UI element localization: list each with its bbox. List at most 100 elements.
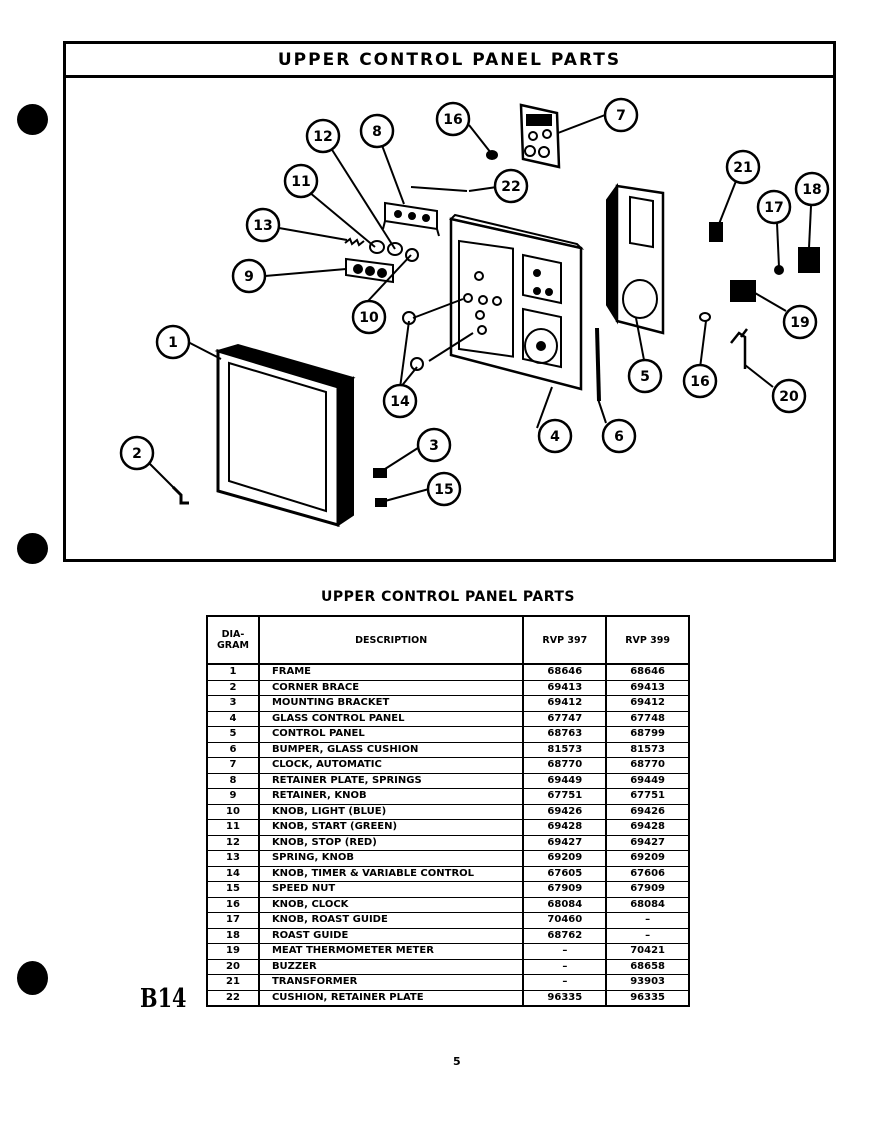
row-description: BUZZER — [257, 959, 525, 975]
row-number: 20 — [206, 959, 260, 975]
svg-text:18: 18 — [802, 182, 821, 198]
svg-text:17: 17 — [764, 200, 783, 216]
row-description: KNOB, CLOCK — [257, 897, 525, 913]
svg-text:2: 2 — [132, 446, 142, 462]
row-description: KNOB, LIGHT (BLUE) — [257, 804, 525, 820]
svg-text:1: 1 — [168, 335, 178, 351]
row-number: 11 — [206, 819, 260, 836]
part-meat-thermometer-meter — [730, 280, 756, 302]
row-rvp-399: 69427 — [605, 835, 690, 851]
svg-text:4: 4 — [550, 429, 560, 445]
row-rvp-399: 68646 — [605, 664, 690, 681]
svg-text:7: 7 — [616, 108, 626, 124]
callout-6: 6 — [601, 418, 637, 454]
part-mounting-bracket — [373, 468, 387, 478]
exploded-view-drawing: 1 2 3 4 5 6 7 8 9 10 11 12 13 14 15 16 1… — [119, 97, 830, 527]
part-bumper — [595, 327, 601, 402]
row-rvp-399: 67606 — [605, 866, 690, 882]
svg-text:22: 22 — [501, 179, 520, 195]
row-description: SPRING, KNOB — [257, 850, 525, 867]
row-description: RETAINER, KNOB — [257, 788, 525, 805]
binder-hole-top — [17, 104, 48, 135]
callout-13: 13 — [245, 207, 281, 243]
row-description: BUMPER, GLASS CUSHION — [257, 742, 525, 758]
row-number: 10 — [206, 804, 260, 820]
svg-text:3: 3 — [429, 438, 439, 454]
row-rvp-399: 68658 — [605, 959, 690, 975]
row-rvp-399: 69426 — [605, 804, 690, 820]
callout-10: 10 — [351, 299, 387, 335]
part-knob-light — [405, 248, 419, 262]
row-rvp-397: 68770 — [522, 757, 608, 774]
callout-9: 9 — [231, 258, 267, 294]
exploded-diagram-panel: UPPER CONTROL PANEL PARTS — [63, 41, 836, 562]
callout-16b: 16 — [682, 363, 718, 399]
row-rvp-399: 93903 — [605, 974, 690, 991]
row-rvp-397: 68084 — [522, 897, 608, 913]
row-rvp-399: 70421 — [605, 943, 690, 960]
row-rvp-397: 69412 — [522, 695, 608, 712]
diagram-title: UPPER CONTROL PANEL PARTS — [66, 44, 833, 78]
row-description: KNOB, TIMER & VARIABLE CONTROL — [257, 866, 525, 882]
callout-12: 12 — [305, 118, 341, 154]
svg-text:6: 6 — [614, 429, 624, 445]
row-number: 5 — [206, 726, 260, 743]
binder-hole-middle — [17, 533, 48, 564]
part-clock — [519, 103, 561, 169]
page-label: B14 — [140, 984, 187, 1014]
svg-text:16: 16 — [690, 374, 709, 390]
row-rvp-397: – — [522, 974, 608, 991]
page-number: 5 — [453, 1055, 461, 1068]
row-rvp-399: 96335 — [605, 990, 690, 1007]
part-knob-clock-right — [699, 312, 711, 322]
row-rvp-399: 67748 — [605, 711, 690, 727]
part-knob-clock-top — [486, 150, 498, 160]
svg-text:5: 5 — [640, 369, 650, 385]
row-rvp-399: 69412 — [605, 695, 690, 712]
row-rvp-397: 67747 — [522, 711, 608, 727]
row-number: 13 — [206, 850, 260, 867]
svg-text:9: 9 — [244, 269, 254, 285]
svg-text:8: 8 — [372, 124, 382, 140]
callout-22: 22 — [493, 168, 529, 204]
part-knob-stop — [387, 242, 403, 256]
row-rvp-397: – — [522, 959, 608, 975]
callout-2: 2 — [119, 435, 155, 471]
part-retainer-plate-springs — [382, 201, 440, 237]
row-number: 21 — [206, 974, 260, 991]
row-rvp-397: 69426 — [522, 804, 608, 820]
part-speed-nut — [375, 498, 387, 507]
row-number: 14 — [206, 866, 260, 882]
row-rvp-397: 96335 — [522, 990, 608, 1007]
table-title: UPPER CONTROL PANEL PARTS — [320, 589, 575, 605]
row-description: FRAME — [257, 664, 525, 681]
callout-15: 15 — [426, 471, 462, 507]
row-rvp-397: 81573 — [522, 742, 608, 758]
callout-11: 11 — [283, 163, 319, 199]
callout-7: 7 — [603, 97, 639, 133]
row-description: KNOB, ROAST GUIDE — [257, 912, 525, 929]
row-description: CUSHION, RETAINER PLATE — [257, 990, 525, 1007]
row-description: TRANSFORMER — [257, 974, 525, 991]
row-description: CORNER BRACE — [257, 680, 525, 696]
row-rvp-399: 81573 — [605, 742, 690, 758]
row-description: MOUNTING BRACKET — [257, 695, 525, 712]
row-rvp-397: 67751 — [522, 788, 608, 805]
row-description: ROAST GUIDE — [257, 928, 525, 944]
callout-19: 19 — [782, 304, 818, 340]
row-description: KNOB, START (GREEN) — [257, 819, 525, 836]
